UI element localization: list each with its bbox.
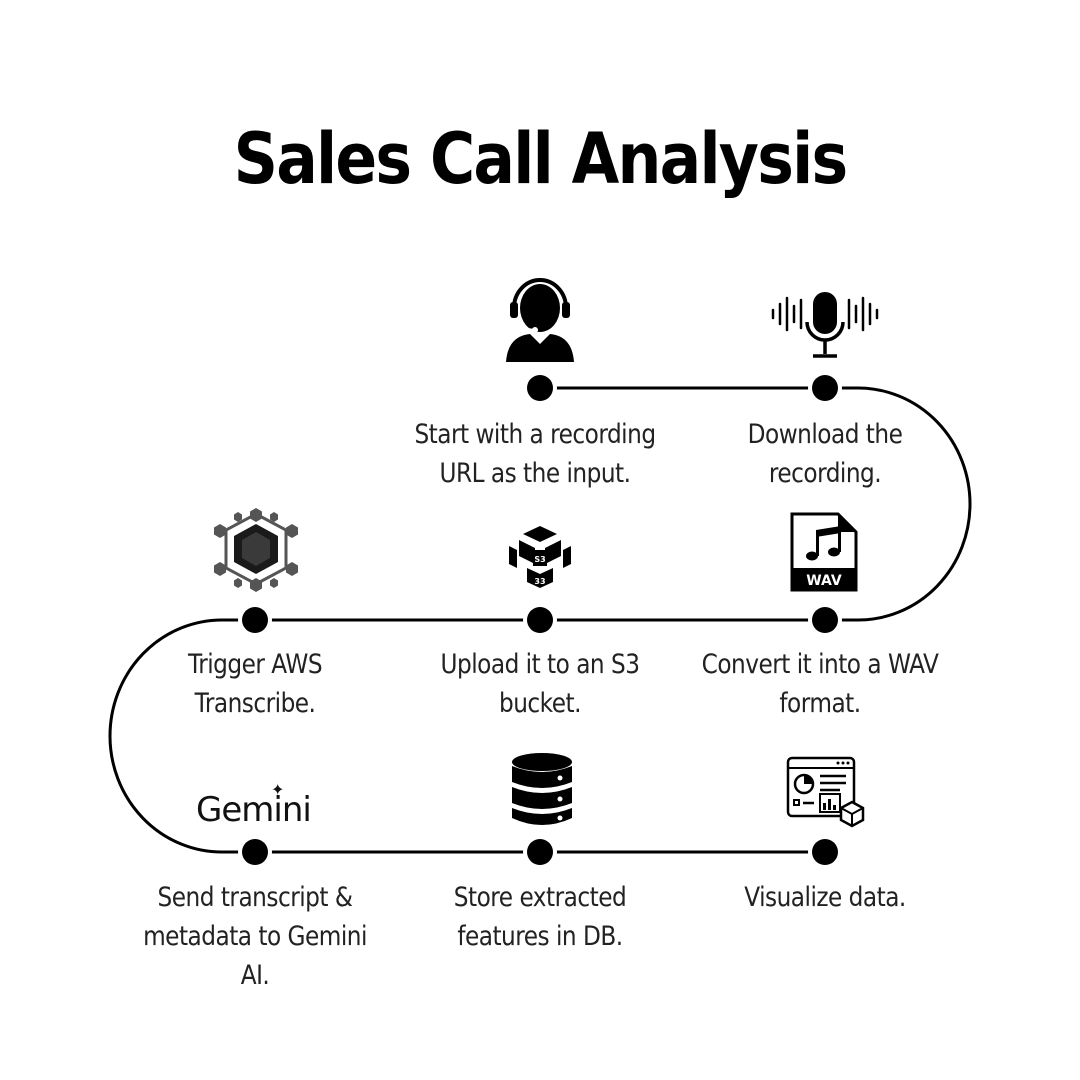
node-step-3: [808, 603, 842, 637]
gemini-spark-icon: ✦: [271, 780, 285, 799]
svg-text:33: 33: [534, 577, 545, 586]
step-3-label: Convert it into a WAV format.: [701, 649, 939, 719]
database-icon: [512, 753, 572, 825]
microphone-waveform-icon: [771, 292, 879, 358]
node-step-7: [523, 835, 557, 869]
dashboard-icon: [786, 756, 865, 828]
node-step-8: [808, 835, 842, 869]
aws-transcribe-icon: [214, 508, 298, 592]
step-2-label: Download the recording.: [747, 419, 903, 489]
wav-file-icon: WAV: [790, 512, 858, 592]
node-step-6: [238, 835, 272, 869]
node-step-4: [523, 603, 557, 637]
wav-icon-text: WAV: [806, 573, 842, 589]
s3-icon-text: S3: [534, 555, 545, 564]
gemini-logo: Gemini: [196, 790, 312, 830]
step-5-label: Trigger AWS Transcribe.: [187, 649, 323, 719]
agent-headset-icon: [506, 278, 574, 362]
step-4-label: Upload it to an S3 bucket.: [440, 649, 640, 719]
page-title: Sales Call Analysis: [233, 118, 849, 200]
step-8-label: Visualize data.: [744, 882, 906, 913]
connector-5-6-curve: [108, 618, 255, 854]
step-1-label: Start with a recording URL as the input.: [414, 419, 656, 489]
s3-bucket-icon: S3 33: [509, 526, 571, 588]
node-step-1: [523, 371, 557, 405]
step-6-label: Send transcript & metadata to Gemini AI.: [143, 882, 367, 991]
connector-2-3-curve: [825, 386, 972, 622]
step-7-label: Store extracted features in DB.: [453, 882, 627, 952]
node-step-2: [808, 371, 842, 405]
node-step-5: [238, 603, 272, 637]
